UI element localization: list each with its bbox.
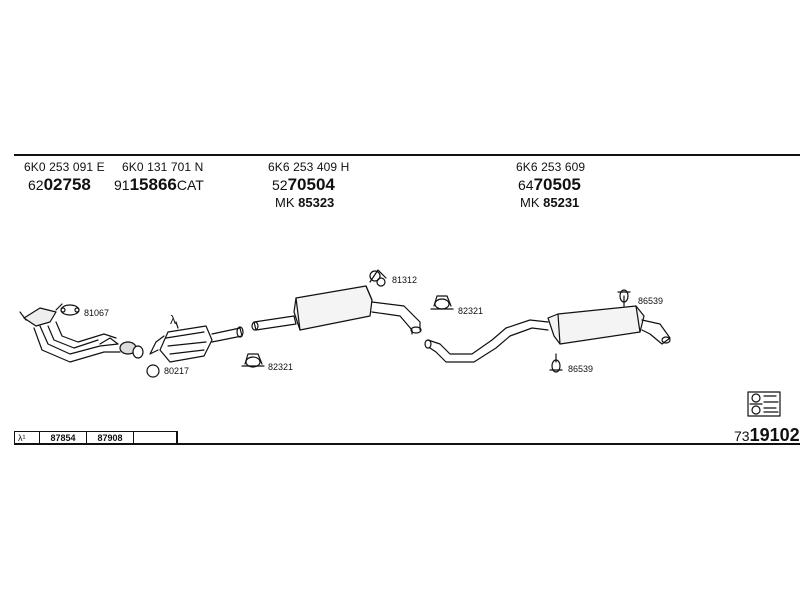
callout-86539-top: 86539	[638, 296, 663, 306]
sensor-value-2: 87908	[87, 432, 134, 444]
ref-number-4: 6470505	[518, 175, 581, 194]
seal-ring-80217	[146, 364, 160, 378]
oe-number-1: 6K0 253 091 E	[24, 160, 105, 174]
ref-number-1: 6202758	[28, 175, 91, 194]
sensor-table: λ¹ 87854 87908	[14, 431, 178, 444]
header-rule	[14, 154, 800, 156]
oe-number-2: 6K0 131 701 N	[122, 160, 204, 174]
ref-number-2: 9115866CAT	[114, 175, 204, 194]
catalytic-converter-part	[149, 321, 244, 363]
sensor-empty-cell	[134, 432, 177, 444]
footer-rule	[14, 443, 800, 445]
callout-86539-bottom: 86539	[568, 364, 593, 374]
oe-number-4: 6K6 253 609	[516, 160, 586, 174]
clamp-82321-left	[241, 353, 265, 368]
clamp-81312	[369, 269, 387, 287]
clamp-82321-right	[430, 295, 454, 310]
ref-number-3: 5270504	[272, 175, 335, 194]
callout-82321-right: 82321	[458, 306, 483, 316]
callout-lambda: λ	[170, 313, 176, 327]
catalogue-logo-icon	[747, 391, 781, 417]
gasket-81067	[60, 304, 80, 316]
hanger-86539-top	[617, 289, 631, 307]
oe-number-3: 6K6 253 409 H	[268, 160, 350, 174]
callout-80217: 80217	[164, 366, 189, 376]
hanger-86539-bottom	[549, 353, 563, 373]
sensor-value-1: 87854	[40, 432, 87, 444]
sensor-symbol: λ¹	[15, 432, 40, 444]
mk-number-3: MK 85323	[275, 195, 335, 210]
callout-81067: 81067	[84, 308, 109, 318]
front-pipe-part	[19, 303, 144, 363]
rear-silencer-part	[424, 305, 671, 363]
mk-number-4: MK 85231	[520, 195, 580, 210]
kit-number: 7319102	[734, 425, 800, 445]
callout-81312: 81312	[392, 275, 417, 285]
middle-silencer-part	[251, 285, 422, 335]
callout-82321-left: 82321	[268, 362, 293, 372]
